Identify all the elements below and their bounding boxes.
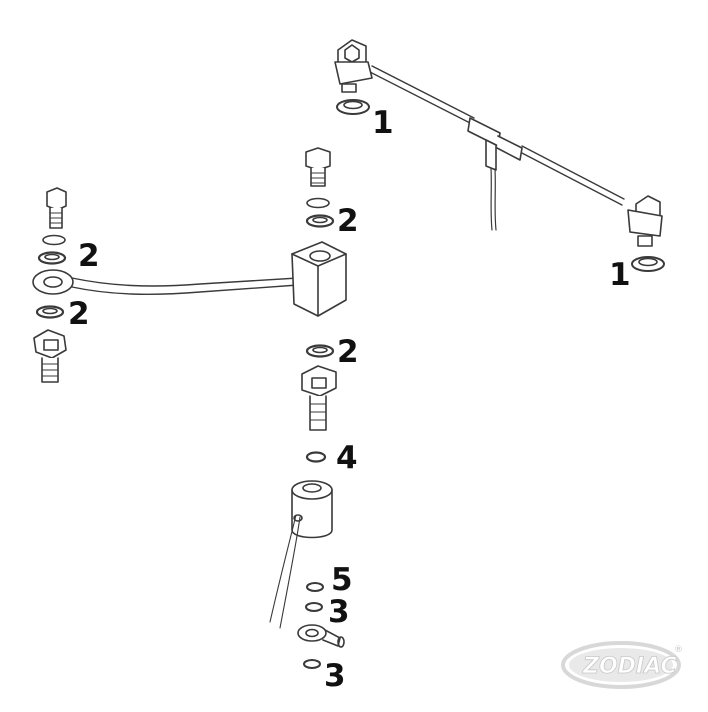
callout-5: 5 [331, 562, 353, 598]
left-banjo-bolt [46, 187, 67, 229]
callout-2-center-top: 2 [337, 203, 359, 239]
sealing-washer-2a [37, 251, 67, 265]
logo-trademark: ® [674, 645, 683, 655]
plain-washer-center [306, 197, 330, 209]
zodiac-logo: ZODIAC ® [561, 641, 683, 689]
switch-banjo-fitting [297, 624, 345, 648]
center-hex-bolt [301, 365, 337, 431]
callout-2-bottom-left: 2 [68, 296, 90, 332]
callout-1-right: 1 [609, 257, 631, 293]
o-ring-3a [305, 602, 323, 612]
sealing-washer-2d [305, 344, 335, 358]
left-hex-bolt [33, 329, 67, 383]
junction-block [291, 241, 347, 317]
plain-washer-left [42, 234, 66, 246]
sealing-washer-2b [35, 305, 65, 319]
callout-2-center-bottom: 2 [337, 334, 359, 370]
banjo-bolt-center-top [305, 147, 331, 187]
sealing-washer-2c [305, 214, 335, 228]
rear-brake-line-assembly [334, 39, 663, 247]
o-ring-3b [303, 659, 321, 669]
o-ring-5 [306, 582, 324, 592]
callout-4: 4 [336, 440, 358, 476]
callout-1-top: 1 [372, 105, 394, 141]
callout-2-top-left: 2 [78, 238, 100, 274]
brake-light-switch [269, 480, 333, 629]
callout-3-lower: 3 [324, 658, 346, 694]
o-ring-4 [305, 451, 327, 463]
logo-wordmark: ZODIAC [582, 654, 677, 679]
copper-washer-1a [336, 99, 370, 115]
callout-3-upper: 3 [328, 594, 350, 630]
copper-washer-1b [631, 256, 665, 272]
brake-line-left-banjo [32, 269, 299, 295]
